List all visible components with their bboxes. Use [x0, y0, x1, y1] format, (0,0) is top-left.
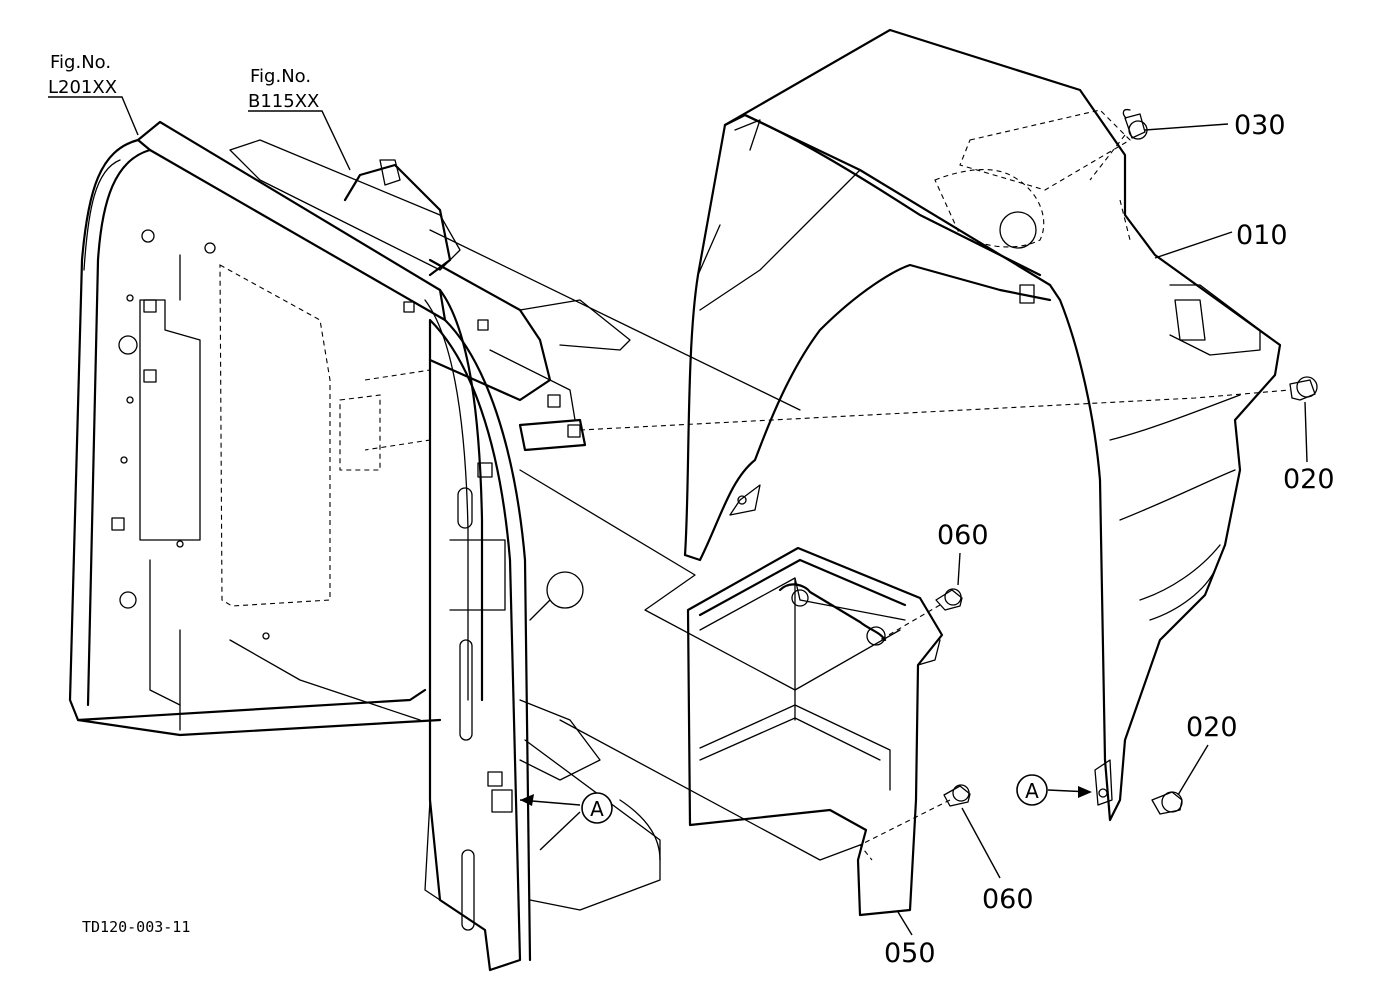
part-label-060-upper: 060 — [937, 520, 989, 551]
part-label-020-upper: 020 — [1283, 464, 1335, 495]
part-label-050: 050 — [884, 938, 936, 969]
part-label-020-lower: 020 — [1186, 712, 1238, 743]
upright-pillar — [424, 318, 661, 972]
bolt-030 — [1122, 108, 1148, 140]
part-label-060-lower: 060 — [982, 884, 1034, 915]
bolt-020-lower — [1151, 791, 1183, 815]
upper-bracket-assembly — [229, 139, 631, 478]
leader-lines — [48, 96, 1308, 936]
part-label-010: 010 — [1236, 220, 1288, 251]
reference-circle-a-right — [1016, 774, 1048, 806]
side-cover — [686, 546, 944, 917]
frame-panel-assembly — [68, 120, 484, 737]
bonnet-hood — [683, 28, 1282, 822]
reference-mark-a-right: A — [1025, 779, 1039, 803]
fig-ref-1-line1: Fig.No. — [50, 52, 111, 73]
reference-circle-a-left — [581, 792, 613, 824]
alignment-lines — [429, 134, 1291, 861]
bolt-060-lower — [943, 784, 971, 807]
reference-mark-a-left: A — [590, 797, 604, 821]
bolt-020-upper — [1289, 376, 1318, 401]
fig-ref-1-line2: L201XX — [48, 77, 117, 98]
bolt-060-upper — [935, 588, 963, 611]
fig-ref-2-line2: B115XX — [248, 91, 319, 112]
drawing-code: TD120-003-11 — [82, 918, 190, 936]
part-label-030: 030 — [1234, 110, 1286, 141]
fig-ref-2-line1: Fig.No. — [250, 66, 311, 87]
